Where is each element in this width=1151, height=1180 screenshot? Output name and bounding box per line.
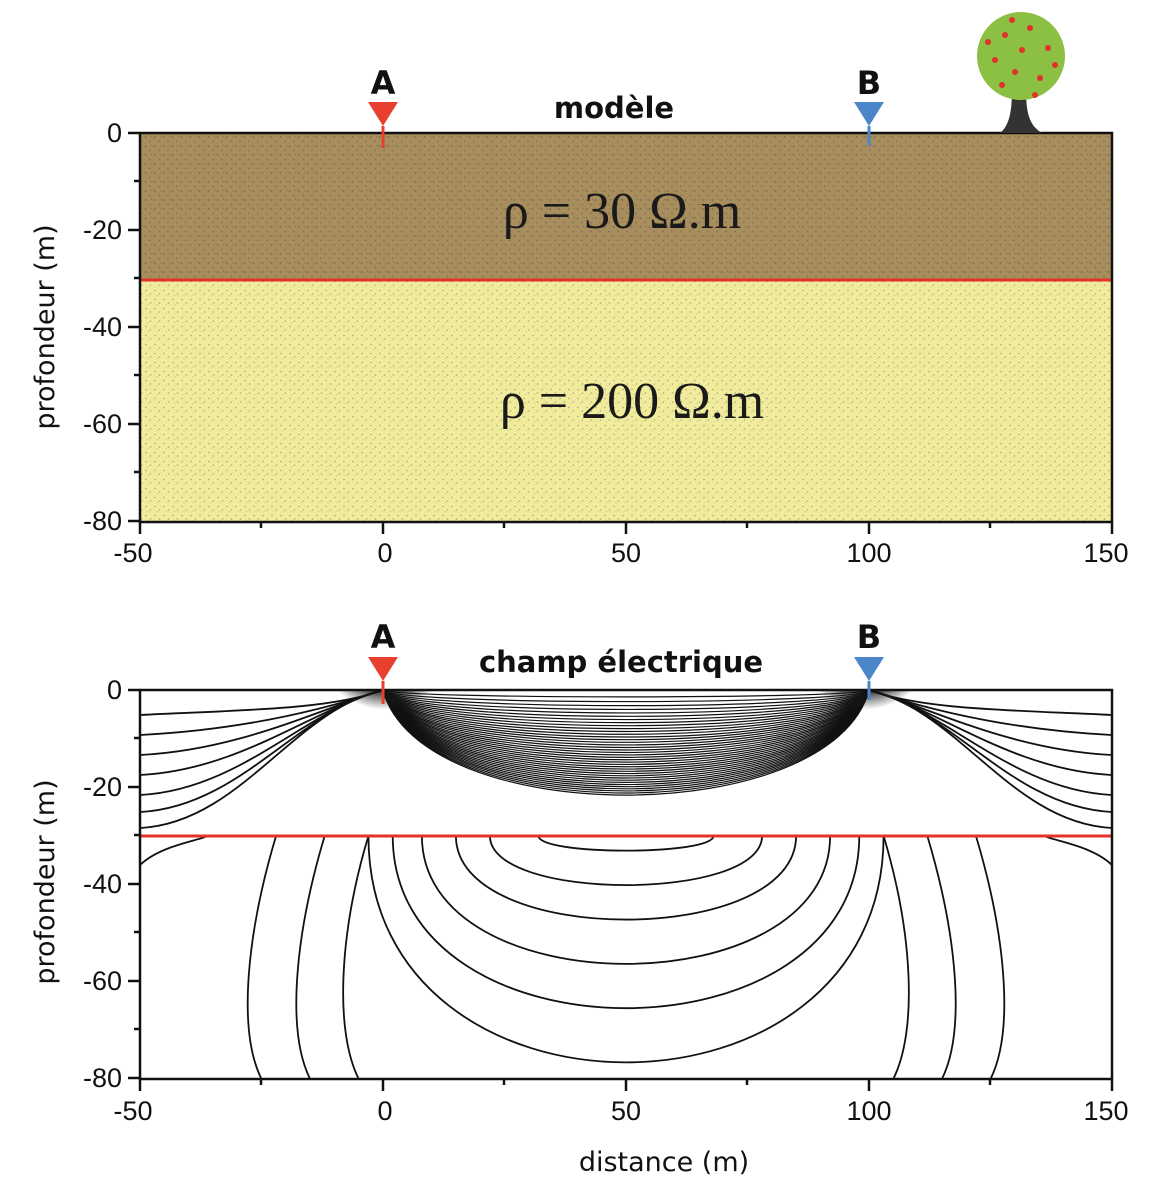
layer-top-texture [140, 133, 1112, 279]
model-y-tick-0: 0 [107, 118, 122, 148]
model-panel: ρ = 30 Ω.m ρ = 200 Ω.m modèle A B [30, 12, 1129, 568]
field-x-axis [138, 1079, 1114, 1091]
model-y-tick-80: -80 [83, 506, 122, 536]
field-y-tick-0: 0 [107, 675, 122, 705]
field-line [382, 690, 870, 794]
field-line [382, 690, 870, 792]
model-x-tick-150: 150 [1083, 538, 1128, 568]
model-x-tick-100: 100 [846, 538, 891, 568]
field-line [382, 690, 870, 788]
field-line [295, 835, 326, 1079]
electrode-b-label-bottom: B [857, 618, 881, 656]
field-line [382, 690, 870, 786]
layer-bottom-texture [140, 279, 1112, 522]
layer-bottom-label: ρ = 200 Ω.m [500, 373, 764, 430]
model-y-tick-40: -40 [83, 312, 122, 342]
field-line [382, 690, 870, 796]
electrode-b-marker [854, 102, 884, 126]
field-line [367, 835, 885, 1064]
field-x-tick-m50: -50 [113, 1096, 152, 1126]
field-title: champ électrique [479, 645, 763, 679]
electrode-a-concentration [337, 690, 433, 736]
electrode-a-bottom: A [368, 618, 398, 704]
field-line [926, 835, 957, 1079]
field-line [382, 690, 870, 779]
field-x-tick-50: 50 [611, 1096, 641, 1126]
model-y-axis-label: profondeur (m) [30, 224, 61, 429]
field-y-axis-label: profondeur (m) [30, 779, 61, 984]
field-line [382, 690, 870, 790]
field-line [455, 835, 797, 921]
model-x-tick-50: 50 [611, 538, 641, 568]
field-line [882, 835, 910, 1079]
model-x-tick-m50: -50 [113, 538, 152, 568]
field-line [382, 690, 870, 770]
model-y-axis [128, 131, 140, 523]
model-y-tick-20: -20 [83, 215, 122, 245]
field-line [382, 690, 870, 777]
layer-top-label: ρ = 30 Ω.m [503, 183, 741, 240]
field-line [975, 835, 1006, 1079]
model-y-tick-60: -60 [83, 409, 122, 439]
field-x-tick-150: 150 [1083, 1096, 1128, 1126]
field-line [537, 835, 715, 852]
field-line [382, 690, 870, 781]
tree-icon [977, 12, 1065, 133]
electrode-a-label-bottom: A [371, 618, 396, 656]
field-y-tick-20: -20 [83, 772, 122, 802]
electrode-b-top: B [854, 64, 884, 146]
electrode-a-label: A [371, 64, 396, 102]
field-x-axis-label: distance (m) [579, 1147, 749, 1178]
electrode-b-marker-bottom [854, 657, 884, 681]
field-line [382, 690, 870, 775]
field-line [382, 690, 870, 783]
electrode-a-marker [368, 102, 398, 126]
field-x-tick-100: 100 [846, 1096, 891, 1126]
field-line [382, 690, 870, 772]
electrode-a-top: A [368, 64, 398, 148]
field-y-tick-80: -80 [83, 1063, 122, 1093]
field-x-tick-0: 0 [377, 1096, 392, 1126]
field-line [382, 690, 870, 768]
model-x-tick-0: 0 [377, 538, 392, 568]
field-line [391, 835, 861, 1009]
electrode-a-marker-bottom [368, 657, 398, 681]
electrode-b-label: B [857, 64, 881, 102]
field-y-tick-60: -60 [83, 966, 122, 996]
field-line [420, 835, 832, 965]
field-y-axis [128, 688, 140, 1080]
electrode-b-bottom: B [854, 618, 884, 700]
field-panel: champ électrique A B 0 -20 -40 -60 -80 [30, 618, 1129, 1178]
field-line [489, 835, 763, 886]
field-line [246, 835, 277, 1079]
field-line [342, 835, 370, 1079]
model-x-axis [138, 522, 1114, 534]
field-y-tick-40: -40 [83, 869, 122, 899]
model-title: modèle [554, 91, 674, 125]
electrode-b-concentration [817, 690, 913, 736]
